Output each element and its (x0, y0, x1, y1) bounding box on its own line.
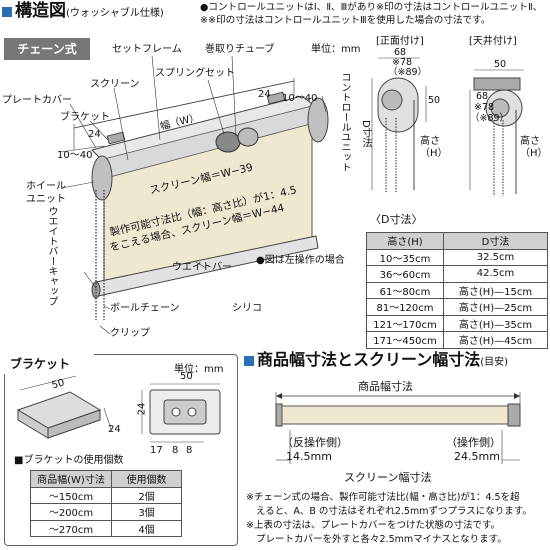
table-cell: 81～120cm (366, 298, 444, 316)
d-table-caption: 〈D寸法〉 (370, 213, 423, 226)
table-header-cell: D寸法 (443, 232, 548, 250)
label-screen: スクリーン (90, 79, 140, 90)
label-winding-tube: 巻取りチューブ (205, 44, 275, 55)
table-header-row: 高さ(H) D寸法 (366, 232, 548, 250)
non-operation-side-value: 14.5mm (286, 450, 332, 463)
bracket-front-dim-24: 24 (136, 402, 148, 416)
table-cell: 36～60cm (366, 265, 444, 283)
dim-24-right: 24 (258, 89, 271, 100)
width-note-2: えると、A、B の寸法はそれぞれ2.5mmずつプラスになります。 (256, 506, 532, 517)
label-clip: クリップ (110, 328, 150, 339)
roller-blind-structure-diagram (59, 55, 524, 335)
table-cell: ～150cm (30, 486, 112, 504)
d-dimension-label: D寸法 (360, 120, 371, 148)
label-weight-bar: ウエイトバー (172, 262, 232, 273)
bracket-front-dim-17: 17 (150, 445, 163, 456)
label-plate-cover: プレートカバー (2, 95, 72, 106)
front-dim-78: ※78 (392, 57, 413, 68)
table-header-row: 商品幅(W)寸法 使用個数 (30, 470, 182, 488)
ceiling-dim-68: 68 (476, 91, 489, 102)
ceiling-height-label: 高さ（H） (520, 136, 548, 159)
label-spring-set: スプリングセット (155, 68, 235, 79)
ceiling-dim-50: 50 (494, 59, 507, 70)
table-cell: 171～450cm (366, 331, 444, 349)
non-operation-side-label: （反操作側） (282, 436, 348, 449)
table-cell: 32.5cm (443, 248, 548, 266)
table-cell: 高さ(H)—45cm (443, 331, 548, 349)
bracket-iso-dim-24: 24 (108, 424, 121, 435)
table-cell: 10～35cm (366, 248, 444, 266)
table-cell: 4個 (111, 519, 182, 537)
section-title-width: 商品幅寸法とスクリーン幅寸法(目安) (244, 352, 508, 368)
operation-side-value: 24.5mm (454, 450, 500, 463)
table-header-cell: 高さ(H) (366, 232, 444, 250)
label-control-unit: コントロールユニット (339, 72, 350, 172)
left-operation-note: ●図は左操作の場合 (256, 255, 345, 266)
table-cell: 2個 (111, 486, 182, 504)
table-cell: 61～80cm (366, 281, 444, 299)
section-title-structure: 構造図(ウォッシャブル仕様) (2, 3, 164, 20)
label-wheel-unit: ホイールユニット (26, 181, 66, 205)
bracket-drawing (16, 375, 221, 443)
dim-range-right: 10～40 (282, 93, 318, 104)
ceiling-dim-89: （※89） (470, 113, 510, 124)
control-unit-note-1: ●コントロールユニットはⅠ、Ⅱ、Ⅲがあり※印の寸法はコントロールユニットⅡ、 (200, 2, 543, 13)
unit-label: 単位：mm (311, 44, 361, 55)
label-bracket: ブラケット (60, 112, 110, 123)
width-note-1: ※チェーン式の場合、製作可能寸法比(幅・高さ比)が1：4.5を超 (246, 492, 520, 503)
table-cell: ～200cm (30, 503, 112, 521)
table-header-cell: 使用個数 (111, 470, 182, 488)
width-note-4: プレートカバーを外すと各々2.5mmマイナスとなります。 (256, 534, 507, 545)
control-unit-note-2: ※※印の寸法はコントロールユニットⅢを使用した場合の寸法です。 (200, 15, 491, 26)
square-bullet-icon (244, 356, 254, 366)
table-cell: 42.5cm (443, 265, 548, 283)
label-set-frame: セットフレーム (112, 44, 182, 55)
front-mount-label: [正面付け] (376, 36, 424, 47)
front-dim-68: 68 (394, 47, 407, 58)
table-cell: 高さ(H)—15cm (443, 281, 548, 299)
product-width-label: 商品幅寸法 (358, 380, 413, 393)
label-ball-chain: ボールチェーン (110, 303, 180, 314)
chain-type-tab: チェーン式 (4, 38, 90, 60)
bracket-panel (4, 354, 238, 546)
table-cell: 121～170cm (366, 314, 444, 332)
table-header-cell: 商品幅(W)寸法 (30, 470, 112, 488)
label-weight-bar-cap: ウエイトバーキャップ (46, 206, 57, 306)
label-silicon: シリコ (232, 303, 262, 314)
front-dim-89: （※89） (388, 67, 428, 78)
bracket-front-dim-50: 50 (180, 371, 193, 382)
table-cell: 3個 (111, 503, 182, 521)
width-note-3: ※上表の寸法は、プレートカバーをつけた状態の寸法です。 (246, 520, 501, 531)
ceiling-dim-78: ※78 (474, 102, 495, 113)
width-diagram (275, 392, 521, 464)
table-cell: 高さ(H)—35cm (443, 314, 548, 332)
bracket-front-dim-8a: 8 (172, 445, 179, 456)
front-height-label: 高さ（H） (420, 136, 448, 159)
square-bullet-icon (2, 7, 12, 17)
bracket-front-dim-8b: 8 (186, 445, 193, 456)
bracket-count-title: ■ブラケットの使用個数 (14, 455, 124, 466)
dim-range-left: 10～40 (57, 150, 93, 161)
dim-24-left: 24 (88, 129, 101, 140)
ceiling-mount-label: [天井付け] (469, 36, 517, 47)
operation-side-label: （操作側） (446, 436, 501, 449)
table-cell: 高さ(H)—25cm (443, 298, 548, 316)
screen-width-label: スクリーン幅寸法 (344, 471, 432, 484)
table-cell: ～270cm (30, 519, 112, 537)
bracket-title: ブラケット (4, 354, 94, 374)
front-dim-50: 50 (428, 95, 441, 106)
bracket-unit: 単位：mm (174, 364, 224, 375)
